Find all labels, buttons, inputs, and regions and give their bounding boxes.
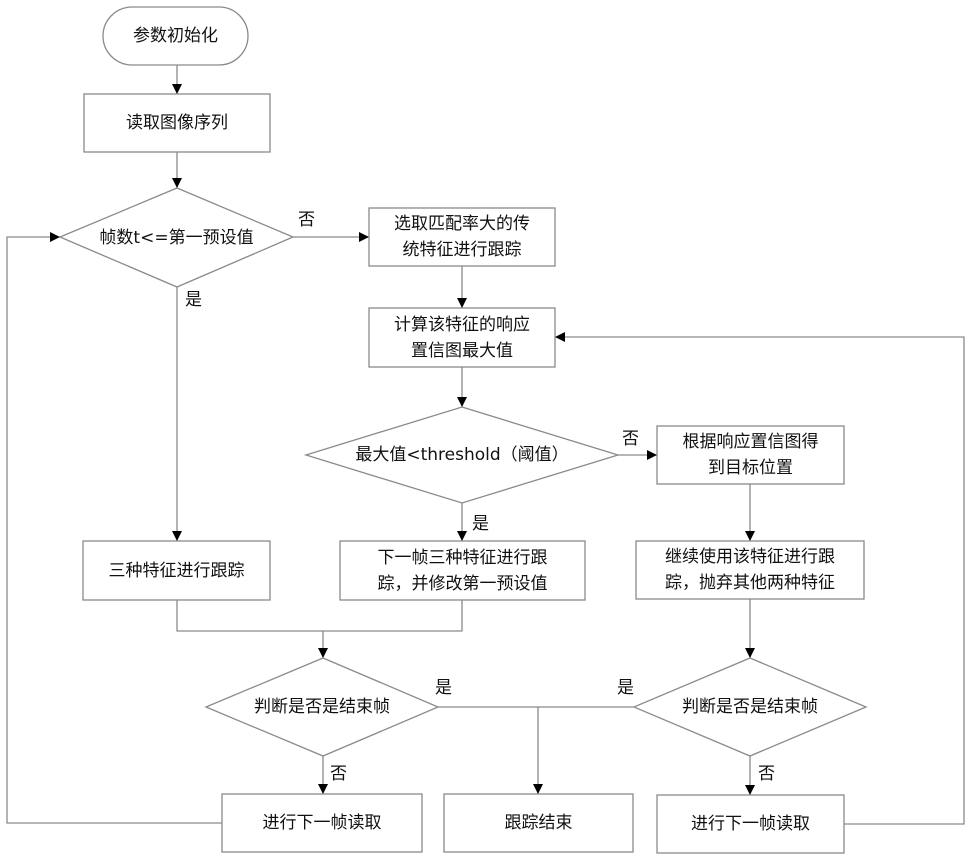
node-compute-response-text: 计算该特征的响应 置信图最大值 [394,312,530,364]
edge-label-end-right-yes: 是 [617,678,634,698]
edge-label-frame-check-yes: 是 [185,290,202,310]
node-frame-check: 帧数t<=第一预设值 [60,188,293,287]
edge-label-end-right-no: 否 [758,764,775,784]
node-start: 参数初始化 [103,7,248,65]
edge-label-end-left-yes: 是 [435,678,452,698]
node-three-feature-track: 三种特征进行跟踪 [83,541,270,600]
node-start-text: 参数初始化 [133,23,218,49]
node-locate-target-text: 根据响应置信图得 到目标位置 [683,429,819,481]
node-end-check-left: 判断是否是结束帧 [206,658,438,756]
node-threshold-check: 最大值<threshold（阈值） [306,407,618,503]
node-next-frame-three: 下一帧三种特征进行跟 踪，并修改第一预设值 [340,541,585,600]
node-frame-check-text: 帧数t<=第一预设值 [99,225,253,251]
node-next-read-left-text: 进行下一帧读取 [263,810,382,836]
node-read-sequence: 读取图像序列 [84,94,270,152]
node-tracking-end: 跟踪结束 [444,794,633,852]
node-select-feature: 选取匹配率大的传 统特征进行跟踪 [369,208,555,266]
edge-label-threshold-no: 否 [622,429,639,449]
node-next-read-right-text: 进行下一帧读取 [691,811,810,837]
node-next-frame-three-text: 下一帧三种特征进行跟 踪，并修改第一预设值 [378,545,548,597]
edge-merge-left [177,600,462,631]
node-three-feature-track-text: 三种特征进行跟踪 [109,558,245,584]
edge-label-threshold-yes: 是 [472,514,489,534]
node-select-feature-text: 选取匹配率大的传 统特征进行跟踪 [394,211,530,263]
node-end-check-left-text: 判断是否是结束帧 [254,694,390,720]
node-locate-target: 根据响应置信图得 到目标位置 [657,426,844,484]
edge-loop-left [7,237,222,823]
node-next-read-left: 进行下一帧读取 [222,794,422,852]
node-threshold-check-text: 最大值<threshold（阈值） [355,442,568,468]
node-compute-response: 计算该特征的响应 置信图最大值 [369,308,555,367]
node-read-sequence-text: 读取图像序列 [126,110,228,136]
node-tracking-end-text: 跟踪结束 [505,810,573,836]
node-continue-feature: 继续使用该特征进行跟 踪，抛弃其他两种特征 [636,541,864,599]
node-next-read-right: 进行下一帧读取 [657,795,844,853]
node-end-check-right: 判断是否是结束帧 [634,658,866,756]
node-continue-feature-text: 继续使用该特征进行跟 踪，抛弃其他两种特征 [665,544,835,596]
edge-label-frame-check-no: 否 [298,210,315,230]
node-end-check-right-text: 判断是否是结束帧 [682,694,818,720]
edge-label-end-left-no: 否 [330,764,347,784]
